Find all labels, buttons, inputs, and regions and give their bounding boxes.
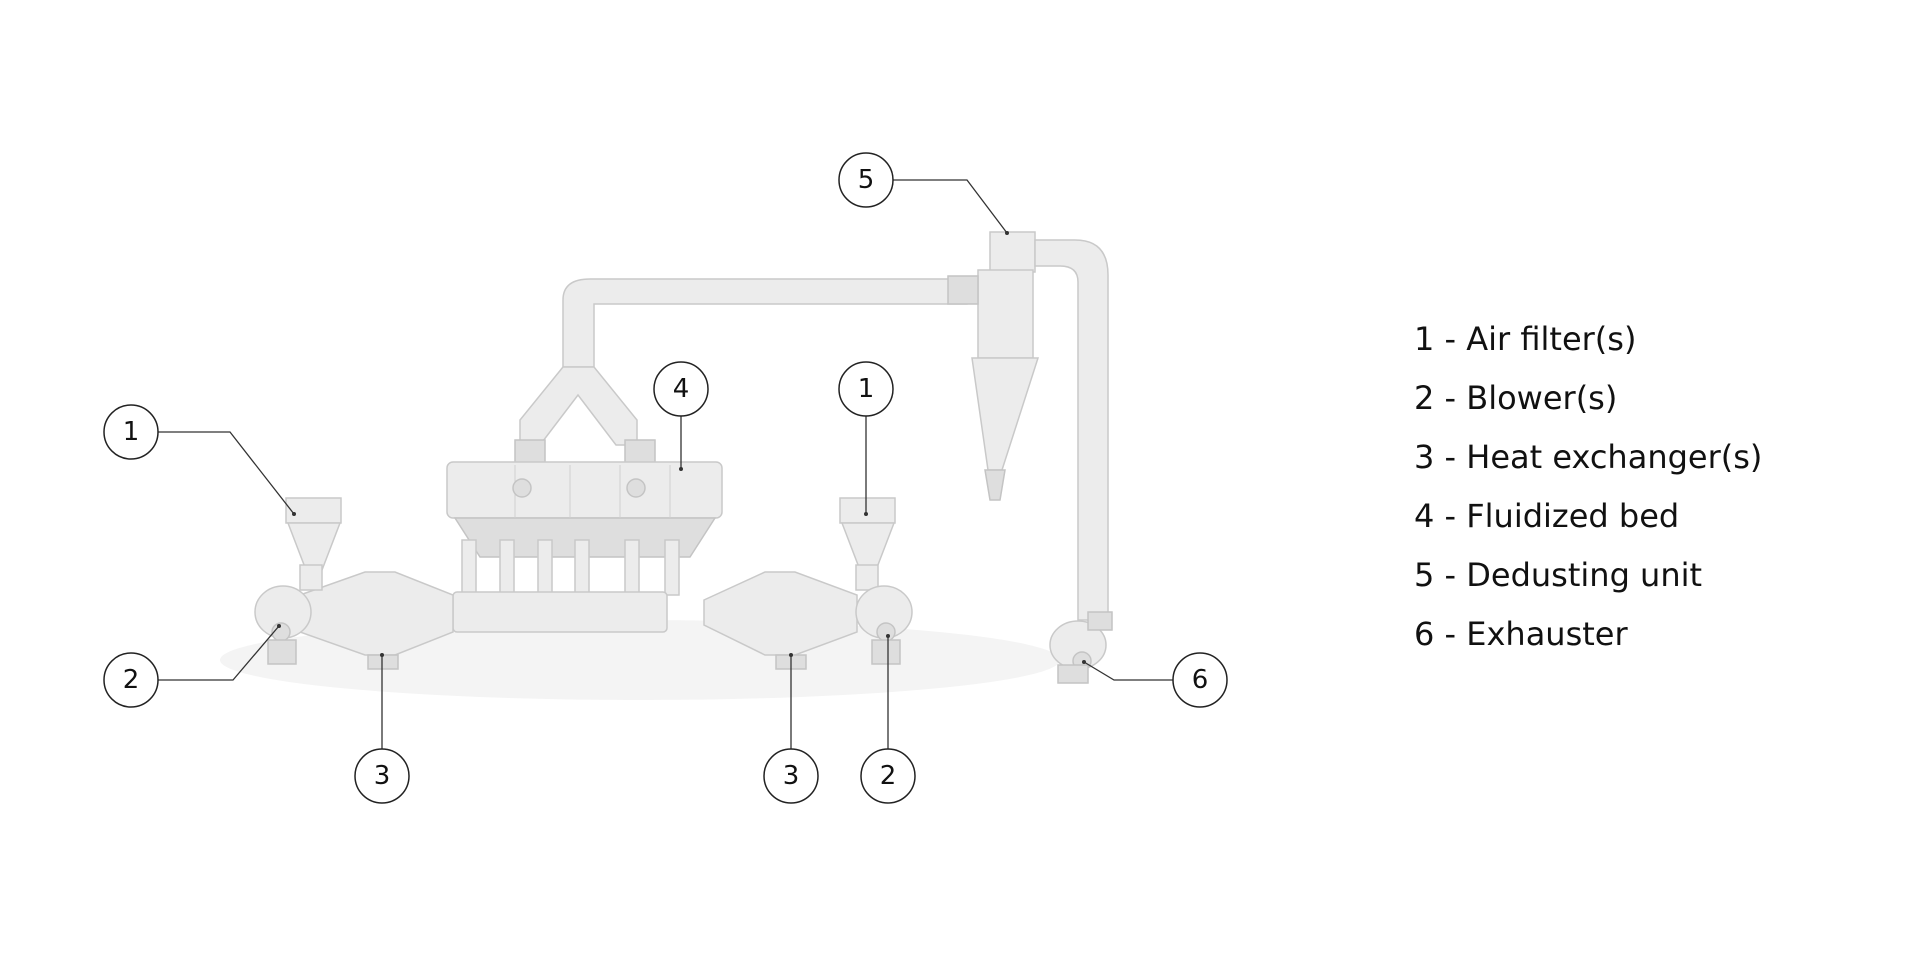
callout-5-dedusting-unit: 5 [838,152,894,208]
legend-item-air-filter: 1 - Air filter(s) [1414,320,1637,358]
svg-text:1: 1 [858,374,875,404]
legend-item-fluidized-bed: 4 - Fluidized bed [1414,497,1680,535]
legend: 1 - Air filter(s) 2 - Blower(s) 3 - Heat… [1414,318,1762,672]
legend-item-heat-exchanger: 3 - Heat exchanger(s) [1414,438,1763,476]
svg-text:3: 3 [374,761,391,791]
callout-1-air-filter-left: 1 [103,404,159,460]
exhaust-duct [514,278,968,471]
blower-right [855,585,913,665]
svg-text:1: 1 [123,417,140,447]
dedusting-cyclone [947,231,1040,501]
leader-line-2-left [158,625,280,681]
callout-4-fluidized-bed: 4 [653,361,709,417]
callout-3-heat-exchanger-right: 3 [763,748,819,804]
heat-exchanger-left [299,571,454,656]
callout-6-exhauster: 6 [1172,652,1228,708]
svg-text:5: 5 [858,165,875,195]
air-filter-right [839,497,896,591]
exhauster [1049,611,1113,684]
svg-text:6: 6 [1192,665,1209,695]
svg-text:3: 3 [783,761,800,791]
callout-2-blower-left: 2 [103,652,159,708]
callout-1-air-filter-right: 1 [838,361,894,417]
lower-air-pipe [452,591,668,633]
leader-line-5 [893,179,1008,234]
svg-text:2: 2 [123,665,140,695]
blower-left [254,585,312,665]
leader-line-6 [1083,661,1173,681]
legend-item-dedusting-unit: 5 - Dedusting unit [1414,556,1703,594]
fluidized-bed [446,461,723,601]
legend-item-blower: 2 - Blower(s) [1414,379,1618,417]
heat-exchanger-right [703,571,858,656]
callout-3-heat-exchanger-left: 3 [354,748,410,804]
air-filter-left [285,497,342,591]
legend-item-exhauster: 6 - Exhauster [1414,615,1628,653]
svg-text:2: 2 [880,761,897,791]
leader-line-1-left [158,431,295,515]
exhauster-pipe [1034,239,1109,621]
callout-2-blower-right: 2 [860,748,916,804]
svg-text:4: 4 [673,374,690,404]
